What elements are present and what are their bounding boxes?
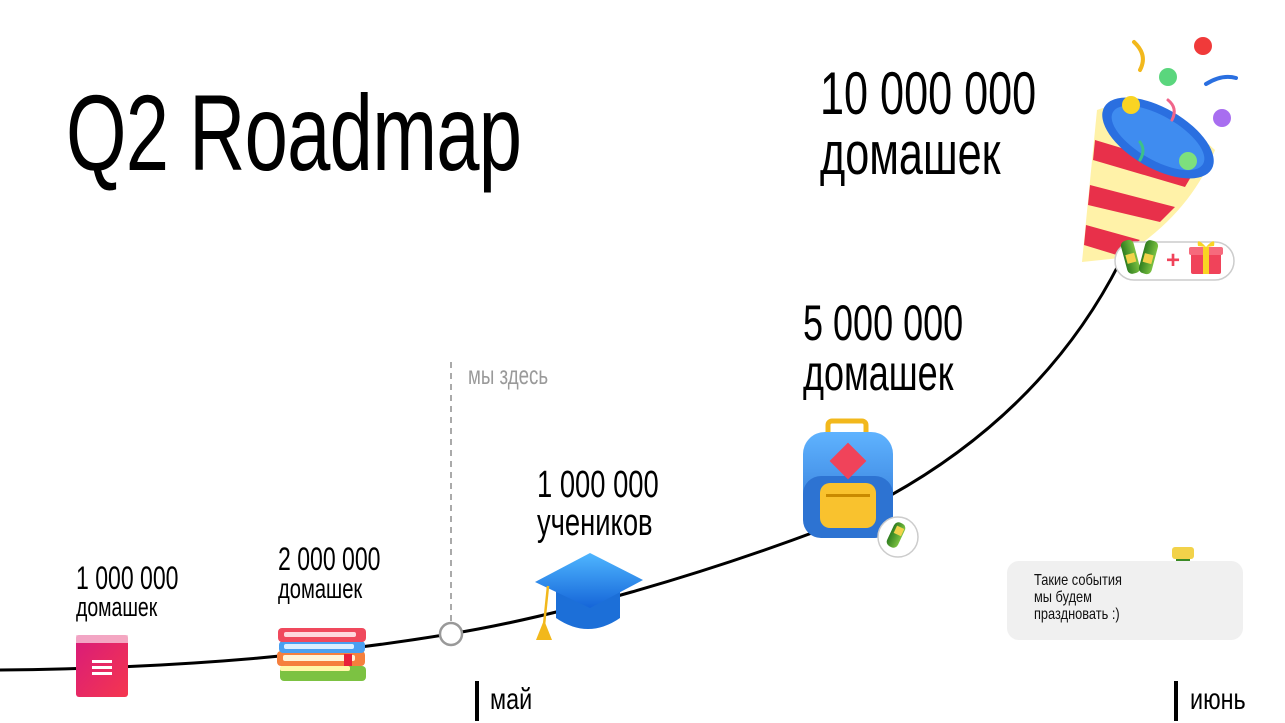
milestone-3: 1 000 000 учеников	[537, 466, 706, 542]
month-label-june: июнь	[1190, 683, 1246, 716]
may-tick	[475, 681, 479, 721]
champagne-icon	[1120, 239, 1159, 275]
milestone-unit: домашек	[278, 573, 363, 604]
celebration-note	[1007, 561, 1243, 640]
celebration-note-text: Такие события мы будем праздновать :)	[1034, 572, 1122, 623]
milestone-1: 1 000 000 домашек	[76, 562, 218, 621]
current-position-label: мы здесь	[468, 360, 549, 390]
timeline-curve	[0, 261, 1122, 672]
june-tick	[1174, 681, 1178, 721]
milestone-4: 5 000 000 домашек	[803, 298, 1025, 398]
milestone-value: 2 000 000	[278, 541, 381, 577]
milestone-value: 1 000 000	[76, 560, 179, 596]
milestone-2: 2 000 000 домашек	[278, 543, 420, 603]
month-label-may: май	[490, 683, 533, 716]
backpack-icon	[803, 418, 893, 538]
milestone-value: 1 000 000	[537, 464, 659, 506]
books-stack-icon	[277, 628, 366, 681]
gift-icon	[1189, 241, 1223, 274]
current-position-marker	[438, 621, 464, 647]
page-title: Q2 Roadmap	[66, 72, 522, 193]
milestone-unit: домашек	[803, 345, 954, 401]
champagne-badge-icon	[877, 516, 919, 558]
reward-badge	[1114, 239, 1235, 281]
milestone-unit: учеников	[537, 502, 653, 544]
milestone-unit: домашек	[820, 120, 1001, 187]
reward-plus: +	[1166, 247, 1181, 274]
book-icon	[76, 635, 128, 697]
milestone-unit: домашек	[76, 592, 158, 622]
milestone-value: 10 000 000	[820, 60, 1037, 127]
milestone-value: 5 000 000	[803, 295, 964, 351]
graduation-cap-icon	[535, 553, 643, 640]
milestone-5: 10 000 000 домашек	[820, 64, 1120, 184]
